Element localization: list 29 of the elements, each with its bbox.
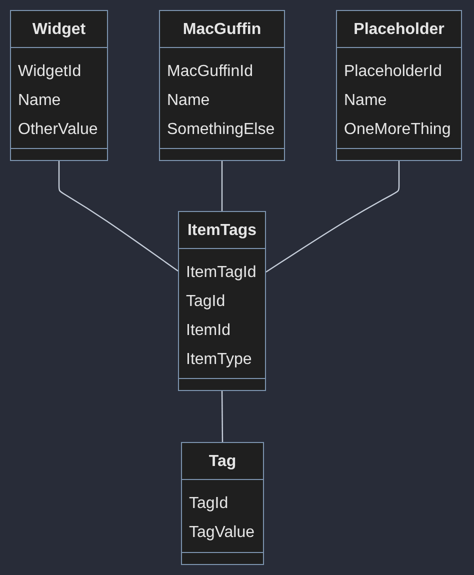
class-name: Widget [31, 21, 87, 39]
class-box [181, 442, 264, 565]
class-box [178, 211, 266, 391]
attribute-name: TagValue [189, 524, 255, 542]
attribute-name: PlaceholderId [344, 63, 442, 81]
attribute-name: TagId [186, 293, 226, 311]
attribute-name: TagId [189, 495, 228, 513]
class-name: Tag [208, 453, 238, 471]
class-name: ItemTags [186, 222, 258, 240]
connector-line [58, 161, 178, 272]
connector-line [221, 161, 223, 211]
attribute-name: Name [167, 92, 210, 110]
class-name: MacGuffin [182, 21, 262, 39]
attribute-name: MacGuffinId [167, 63, 253, 81]
attribute-name: ItemTagId [186, 264, 256, 282]
attribute-name: ItemType [186, 351, 252, 369]
attribute-name: WidgetId [18, 63, 82, 81]
attribute-name: Name [344, 92, 387, 110]
attribute-name: Name [18, 92, 61, 110]
attribute-name: ItemId [186, 322, 230, 340]
class-box [10, 10, 108, 161]
connector-line [221, 391, 224, 442]
attribute-name: SomethingElse [167, 121, 275, 139]
attribute-name: OneMoreThing [344, 121, 451, 139]
connector-line [266, 161, 400, 272]
class-name: Placeholder [352, 21, 446, 39]
class-box [159, 10, 285, 161]
class-box [336, 10, 462, 161]
attribute-name: OtherValue [18, 121, 98, 139]
